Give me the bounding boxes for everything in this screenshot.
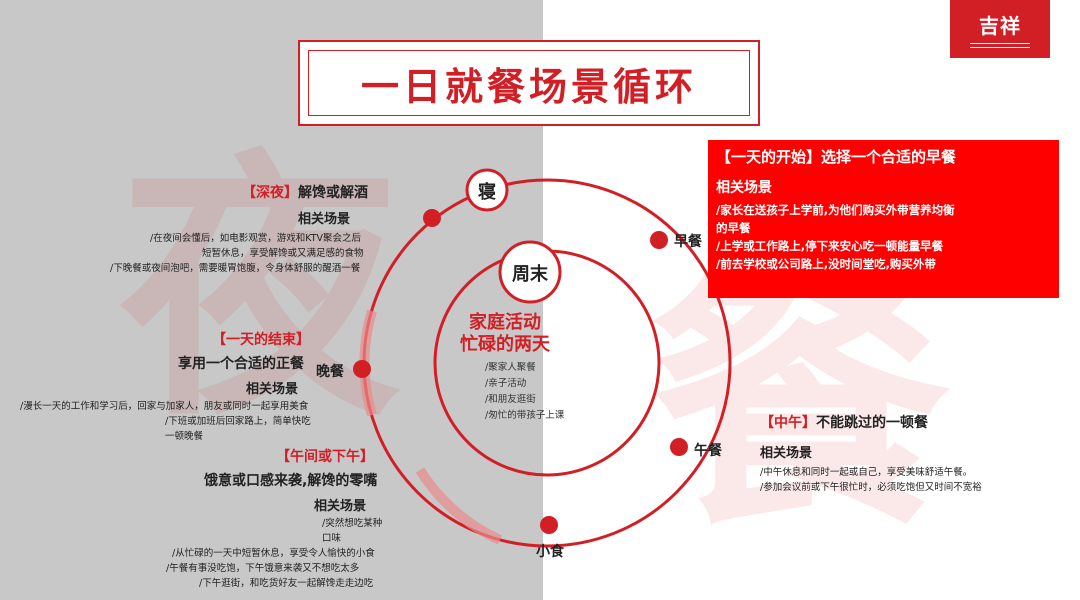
list-item: 的早餐: [716, 221, 751, 235]
sleep-label: 寝: [478, 182, 496, 203]
breakfast-box-sub: 相关场景: [716, 180, 772, 196]
list-item: /下晚餐或夜间泡吧，需要暖胃饱腹，令身体舒服的醒酒一餐: [110, 263, 361, 274]
afternoon-tag: 【午间或下午】: [276, 449, 374, 465]
center-list: /聚家人聚餐 /亲子活动 /和朋友逛街 /匆忙的带孩子上课: [485, 360, 564, 424]
sleep-node-circle: [465, 168, 509, 212]
title-frame: 一日就餐场景循环: [298, 40, 760, 126]
dinner-title: 享用一个合适的正餐: [178, 356, 304, 372]
dinner-dot: [353, 360, 371, 378]
lunch-label: 午餐: [694, 443, 722, 459]
page-title: 一日就餐场景循环: [360, 64, 697, 109]
dinner-label: 晚餐: [316, 364, 344, 380]
list-item: /上学或工作路上,停下来安心吃一顿能量早餐: [716, 239, 944, 253]
list-item: /匆忙的带孩子上课: [485, 410, 565, 421]
dinner-sub: 相关场景: [246, 382, 299, 397]
afternoon-sub: 相关场景: [314, 499, 367, 514]
lunch-heading: 【中午】不能跳过的一顿餐: [760, 412, 1060, 432]
breakfast-dot: [650, 231, 668, 249]
lunch-block: 【中午】不能跳过的一顿餐 相关场景 /中午休息和同时一起或自己，享受美味舒适午餐…: [760, 412, 1060, 495]
snack-dot: [540, 516, 558, 534]
list-item: /和朋友逛街: [485, 394, 536, 405]
list-item: /下午逛街，和吃货好友一起解馋走走边吃: [199, 578, 374, 589]
center-title-line2: 忙碌的两天: [460, 334, 550, 355]
breakfast-box-title: 【一天的开始】选择一个合适的早餐: [716, 148, 957, 166]
list-item: /下班或加班后回家路上，简单快吃一顿晚餐: [165, 416, 311, 442]
logo-underline: [970, 43, 1030, 48]
breakfast-label: 早餐: [674, 234, 702, 250]
list-item: /漫长一天的工作和学习后，回家与加家人，朋友或同时一起享用美食: [20, 401, 309, 412]
late-night-tag: 【深夜】: [242, 185, 298, 201]
list-item: /参加会议前或下午很忙时，必须吃饱但又时间不宽裕: [760, 482, 982, 493]
list-item: /在夜间会懂后，如电影观赏，游戏和KTV聚会之后: [150, 233, 361, 244]
afternoon-block: 【午间或下午】 饿意或口感来袭,解馋的零嘴 相关场景 /突然想吃某种口味 /从忙…: [166, 446, 388, 591]
lunch-title: 不能跳过的一顿餐: [816, 415, 928, 431]
weekend-label: 周末: [512, 264, 548, 285]
list-item: /中午休息和同时一起或自己，享受美味舒适午餐。: [760, 467, 973, 478]
logo-name: 吉祥: [979, 14, 1021, 38]
center-title-line1: 家庭活动: [469, 312, 541, 333]
list-item: /从忙碌的一天中短暂休息，享受令人愉快的小食: [172, 548, 375, 559]
list-item: /前去学校或公司路上,没时间堂吃,购买外带: [716, 257, 936, 271]
afternoon-title: 饿意或口感来袭,解馋的零嘴: [204, 473, 378, 489]
title-inner-frame: [308, 50, 750, 116]
list-item: /午餐有事没吃饱，下午饿意来袭又不想吃太多: [166, 563, 360, 574]
weekend-node-circle: [498, 240, 562, 304]
brand-logo: 吉祥: [950, 0, 1050, 58]
lunch-dot: [670, 438, 688, 456]
lunch-sub: 相关场景: [760, 446, 813, 461]
list-item: /亲子活动: [485, 378, 527, 389]
late-night-block: 【深夜】解馋或解酒 相关场景 /在夜间会懂后，如电影观赏，游戏和KTV聚会之后 …: [110, 182, 400, 276]
late-night-sub: 相关场景: [298, 212, 351, 227]
list-item: 短暂休息，享受解馋或又满足感的食物: [202, 248, 364, 259]
late-night-title: 解馋或解酒: [298, 185, 368, 201]
center-title: 家庭活动 忙碌的两天: [440, 312, 570, 356]
list-item: /突然想吃某种口味: [322, 518, 383, 544]
list-item: /家长在送孩子上学前,为他们购买外带营养均衡: [716, 203, 955, 217]
late-night-heading: 【深夜】解馋或解酒: [242, 182, 400, 202]
ring-highlight-bottom: [415, 467, 503, 545]
lunch-tag: 【中午】: [760, 415, 816, 431]
dinner-tag: 【一天的结束】: [212, 332, 310, 348]
watermark-left: 夜: [120, 125, 400, 454]
snack-label: 小食: [536, 544, 564, 560]
late-night-dot: [423, 209, 441, 227]
dinner-block: 【一天的结束】 享用一个合适的正餐 相关场景 /漫长一天的工作和学习后，回家与加…: [20, 329, 320, 444]
list-item: /聚家人聚餐: [485, 362, 536, 373]
breakfast-scenario-box: 【一天的开始】选择一个合适的早餐 相关场景 /家长在送孩子上学前,为他们购买外带…: [708, 140, 1059, 298]
